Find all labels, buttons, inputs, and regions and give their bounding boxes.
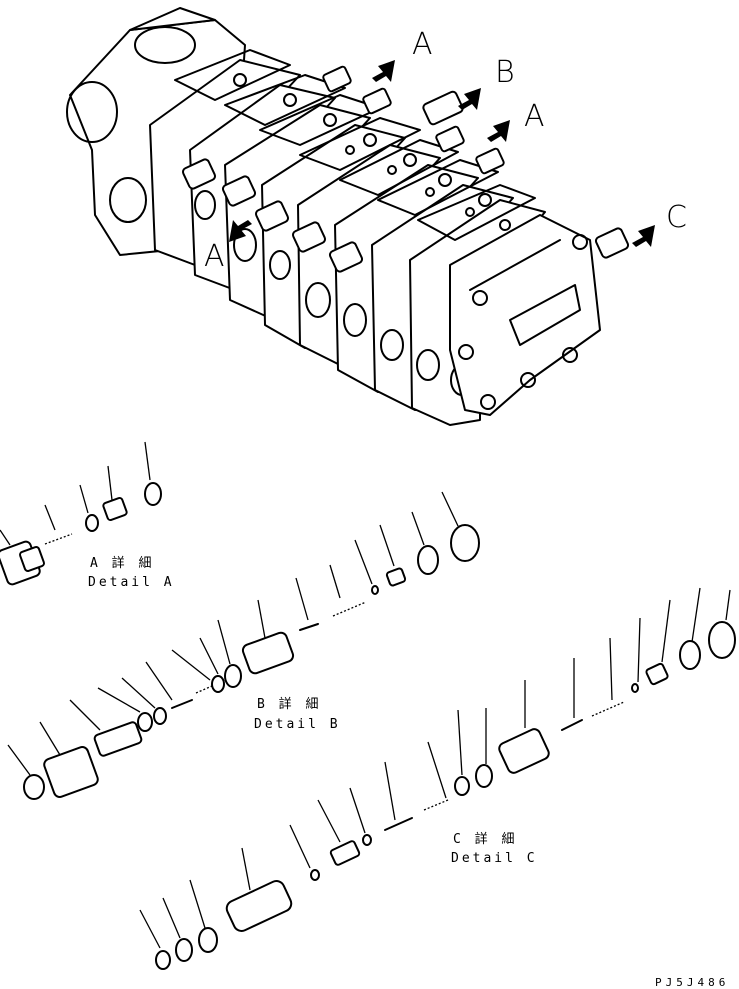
- callout-a-right: A: [524, 99, 545, 134]
- valve-sections: [149, 59, 546, 426]
- detail-c-title-en: Detail C: [451, 851, 538, 866]
- detail-b-title-en: Detail B: [254, 717, 341, 732]
- control-valve-assembly: [66, 7, 630, 426]
- detail-b-title-jp: B 詳 細: [257, 697, 322, 712]
- callout-a-top: A: [412, 27, 433, 62]
- callout-b-top: B: [495, 55, 515, 90]
- callout-a-left: A: [204, 239, 225, 274]
- relief-plugs: [181, 158, 364, 273]
- callout-arrows: [229, 60, 655, 247]
- detail-b-parts: [7, 491, 480, 800]
- rear-relief-valves: [322, 65, 630, 259]
- detail-c-parts: [139, 587, 736, 970]
- detail-c-title-jp: C 詳 細: [453, 832, 518, 847]
- detail-a-title-jp: A 詳 細: [90, 556, 155, 571]
- drawing-code: PJ5J486: [655, 976, 730, 989]
- detail-a-parts: [0, 441, 162, 586]
- callout-c-right: C: [666, 200, 687, 235]
- detail-a-title-en: Detail A: [88, 575, 175, 590]
